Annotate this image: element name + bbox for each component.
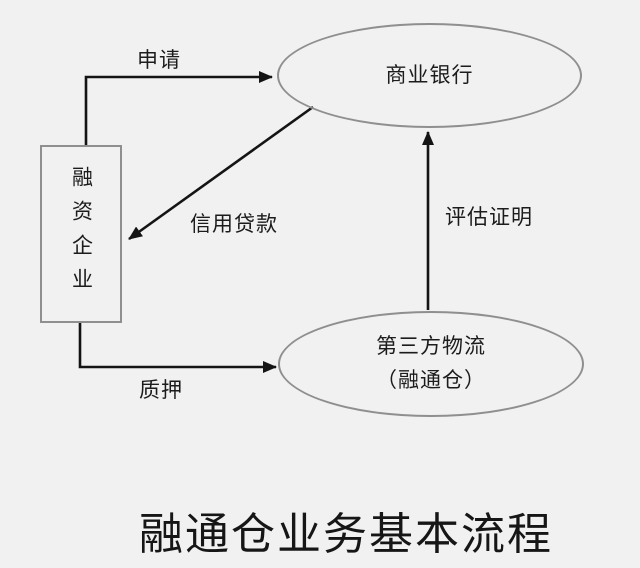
arrow-credit-loan	[128, 105, 314, 241]
edge-label-credit-loan: 信用贷款	[190, 213, 278, 236]
node-financing-enterprise: 融资企业	[40, 145, 122, 323]
arrow-apply	[84, 71, 273, 145]
node-commercial-bank-label: 商业银行	[385, 63, 474, 87]
node-third-party-logistics-label-line1: 第三方物流	[376, 335, 486, 358]
node-third-party-logistics: 第三方物流 （融通仓）	[278, 311, 584, 417]
node-commercial-bank: 商业银行	[277, 23, 582, 128]
edge-label-pledge: 质押	[139, 379, 183, 402]
node-financing-enterprise-label: 融资企业	[69, 166, 93, 302]
edge-label-apply: 申请	[137, 49, 181, 72]
edge-label-evaluation-certificate: 评估证明	[445, 206, 533, 229]
node-third-party-logistics-label-line2: （融通仓）	[376, 369, 486, 392]
diagram-title: 融通仓业务基本流程	[139, 510, 553, 559]
arrow-pledge	[78, 323, 277, 373]
